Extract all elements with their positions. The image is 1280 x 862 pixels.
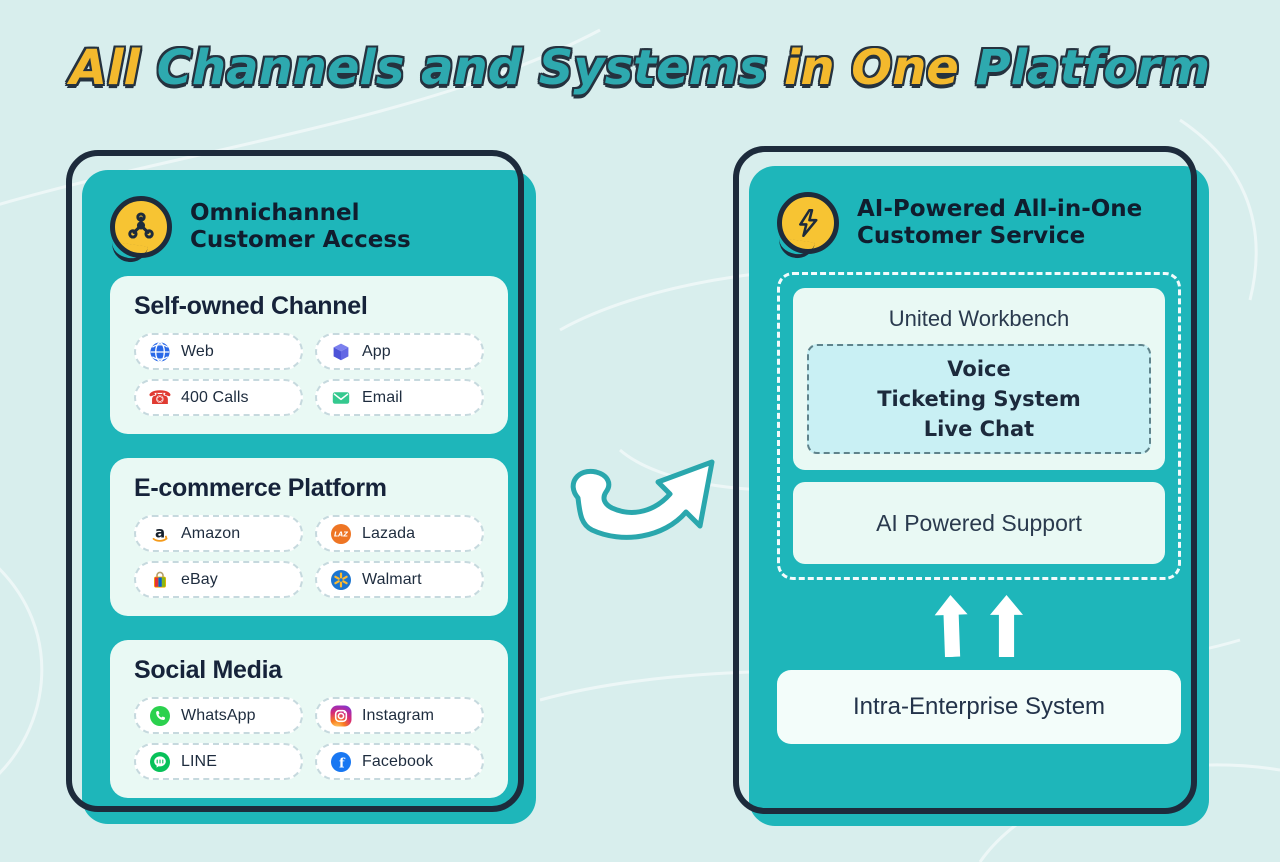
chip-label: Web xyxy=(181,342,214,360)
whatsapp-icon xyxy=(149,705,171,727)
up-arrow-icon xyxy=(934,594,969,657)
facebook-icon: f xyxy=(330,751,352,773)
line-icon xyxy=(149,751,171,773)
title-segment-3: in One xyxy=(783,40,976,96)
chip-lazada: LAZ Lazada xyxy=(315,515,484,552)
omnichannel-title-line2: Customer Access xyxy=(190,227,411,253)
chip-ebay: eBay xyxy=(134,561,303,598)
title-segment-2: Channels and Systems xyxy=(156,40,784,96)
chip-label: 400 Calls xyxy=(181,388,249,406)
ai-service-title: AI-Powered All-in-One Customer Service xyxy=(857,196,1142,250)
walmart-icon xyxy=(330,569,352,591)
lightning-icon xyxy=(777,192,839,254)
section-title: Self-owned Channel xyxy=(134,292,368,320)
title-segment-4: Platform xyxy=(975,40,1211,96)
chip-label: Amazon xyxy=(181,524,241,542)
ai-service-header: AI-Powered All-in-One Customer Service xyxy=(777,192,1181,254)
ai-service-title-line2: Customer Service xyxy=(857,223,1086,249)
up-arrows xyxy=(777,595,1181,657)
chip-facebook: f Facebook xyxy=(315,743,484,780)
network-hub-icon xyxy=(110,196,172,258)
title-segment-1: All xyxy=(69,40,157,96)
chip-label: App xyxy=(362,342,391,360)
module-ticketing-system: Ticketing System xyxy=(877,387,1081,411)
ebay-icon xyxy=(149,569,171,591)
omnichannel-panel: Omnichannel Customer Access Self-owned C… xyxy=(66,150,536,824)
ai-powered-support-label: AI Powered Support xyxy=(876,509,1082,536)
chip-walmart: Walmart xyxy=(315,561,484,598)
chip-whatsapp: WhatsApp xyxy=(134,697,303,734)
instagram-icon xyxy=(330,705,352,727)
phone-icon: ☎ xyxy=(148,386,172,409)
united-workbench-card: United Workbench Voice Ticketing System … xyxy=(793,288,1165,470)
svg-text:LAZ: LAZ xyxy=(334,530,348,538)
omnichannel-header: Omnichannel Customer Access xyxy=(110,196,508,258)
web-globe-icon xyxy=(149,341,171,363)
chip-line: LINE xyxy=(134,743,303,780)
chip-label: Walmart xyxy=(362,570,422,588)
chip-label: eBay xyxy=(181,570,218,588)
app-cube-icon xyxy=(330,341,352,363)
chip-label: Facebook xyxy=(362,752,434,770)
amazon-icon: a xyxy=(149,523,171,545)
flow-arrow-icon xyxy=(570,459,715,540)
intra-enterprise-card: Intra-Enterprise System xyxy=(777,670,1181,744)
page-title: All Channels and Systems in One Platform xyxy=(0,40,1280,96)
ai-powered-support-card: AI Powered Support xyxy=(793,482,1165,564)
section-title: Social Media xyxy=(134,656,282,684)
svg-text:a: a xyxy=(155,523,165,541)
module-voice: Voice xyxy=(947,357,1011,381)
intra-enterprise-label: Intra-Enterprise System xyxy=(852,693,1106,720)
chip-amazon: a Amazon xyxy=(134,515,303,552)
chip-400-calls: ☎ 400 Calls xyxy=(134,379,303,416)
chip-label: Instagram xyxy=(362,706,435,724)
ai-service-title-line1: AI-Powered All-in-One xyxy=(857,195,1143,222)
chip-label: Email xyxy=(362,388,403,406)
chip-label: Lazada xyxy=(362,524,416,542)
section-ecommerce-platform: E-commerce Platform a Amazon xyxy=(110,458,508,616)
omnichannel-title: Omnichannel Customer Access xyxy=(190,200,411,254)
chip-instagram: Instagram xyxy=(315,697,484,734)
module-live-chat: Live Chat xyxy=(923,417,1035,441)
chip-label: LINE xyxy=(181,752,217,770)
workbench-modules-box: Voice Ticketing System Live Chat xyxy=(807,344,1151,454)
ai-service-panel: AI-Powered All-in-One Customer Service U… xyxy=(733,146,1209,826)
workbench-group: United Workbench Voice Ticketing System … xyxy=(777,272,1181,580)
omnichannel-title-line1: Omnichannel xyxy=(190,199,360,226)
chip-app: App xyxy=(315,333,484,370)
chip-email: Email xyxy=(315,379,484,416)
workbench-title: United Workbench xyxy=(888,306,1070,331)
section-title: E-commerce Platform xyxy=(134,474,387,502)
svg-text:f: f xyxy=(339,756,346,771)
section-self-owned-channel: Self-owned Channel xyxy=(110,276,508,434)
email-icon xyxy=(330,387,352,409)
phone-glyph: ☎ xyxy=(148,386,172,409)
chip-label: WhatsApp xyxy=(181,706,256,724)
section-social-media: Social Media WhatsApp xyxy=(110,640,508,798)
lazada-icon: LAZ xyxy=(330,523,352,545)
chip-web: Web xyxy=(134,333,303,370)
up-arrow-icon xyxy=(990,595,1023,657)
